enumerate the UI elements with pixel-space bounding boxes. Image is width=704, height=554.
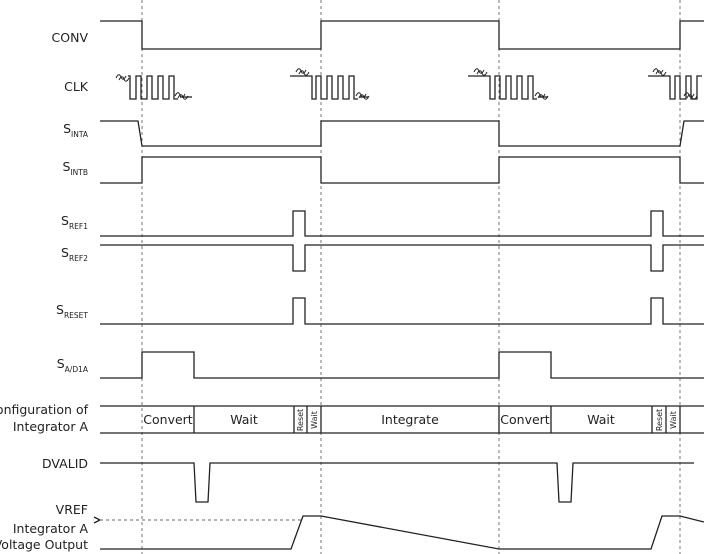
dvalid-label: DVALID <box>42 456 88 471</box>
config-label-line1: Configuration of <box>0 402 89 417</box>
phase-reset-2: Reset <box>655 409 664 431</box>
clk-break-marks <box>115 68 698 100</box>
phase-markers <box>141 0 681 554</box>
sreset-waveform <box>100 297 704 325</box>
clk-waveform <box>128 75 702 100</box>
dvalid-waveform <box>100 462 694 503</box>
phase-wait-1: Wait <box>230 412 258 427</box>
phase-wait-2: Wait <box>587 412 615 427</box>
phase-convert-1: Convert <box>143 412 193 427</box>
sreset-label: SRESET <box>56 302 88 320</box>
integrator-output-waveform <box>100 515 704 550</box>
vref-label: VREF <box>56 502 88 517</box>
sinta-label: SINTA <box>63 121 89 139</box>
phase-reset-1: Reset <box>296 409 305 431</box>
sref2-waveform <box>100 244 704 272</box>
vref-arrow <box>93 516 102 524</box>
intout-label-line2: Voltage Output <box>0 537 88 552</box>
sintb-label: SINTB <box>63 159 89 177</box>
intout-label-line1: Integrator A <box>13 521 89 536</box>
config-bus <box>100 405 704 434</box>
sref1-waveform <box>100 210 704 237</box>
phase-wait-1b: Wait <box>310 411 319 429</box>
sref2-label: SREF2 <box>61 245 88 263</box>
config-label-line2: Integrator A <box>13 419 89 434</box>
sad1a-label: SA/D1A <box>57 356 89 374</box>
sintb-waveform <box>100 156 704 184</box>
conv-waveform <box>100 20 704 50</box>
conv-label: CONV <box>52 30 89 45</box>
sref1-label: SREF1 <box>61 213 88 231</box>
phase-integrate: Integrate <box>381 412 439 427</box>
sad1a-waveform <box>100 351 704 379</box>
clk-label: CLK <box>64 79 89 94</box>
sinta-waveform <box>100 120 704 147</box>
phase-convert-2: Convert <box>500 412 550 427</box>
phase-wait-2b: Wait <box>669 411 678 429</box>
